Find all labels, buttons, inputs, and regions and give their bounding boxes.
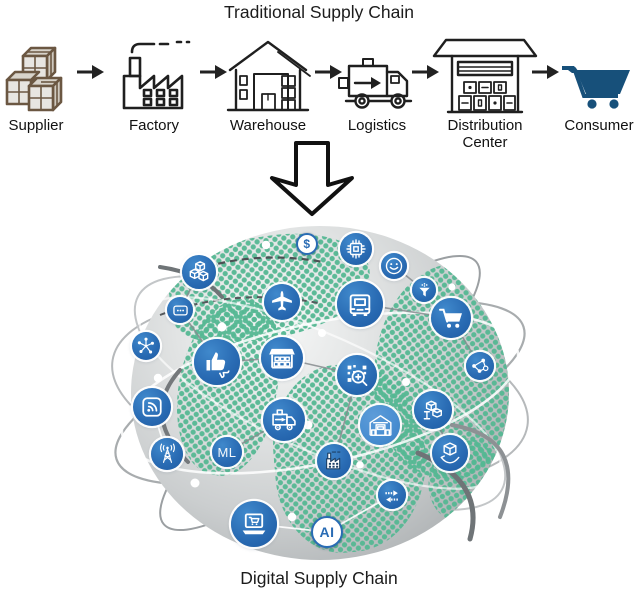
- ai-label: AI: [319, 524, 335, 540]
- smart-warehouse-icon: [360, 405, 400, 445]
- block-down-arrow-icon: [266, 140, 358, 223]
- stage-label-distribution: Distribution Center: [447, 117, 523, 151]
- supplier-crates-icon: [2, 44, 68, 119]
- logistics-truck-icon: [337, 56, 417, 119]
- airplane-icon: [264, 284, 300, 320]
- share-nodes-icon: [466, 352, 494, 380]
- distribution-center-icon: [430, 36, 540, 119]
- stage-label-consumer: Consumer: [564, 117, 634, 134]
- smiley-face-icon: [381, 253, 407, 279]
- network-hub-icon: [132, 332, 160, 360]
- stage-label-logistics: Logistics: [347, 117, 407, 134]
- warehouse-building-icon: [222, 36, 314, 119]
- dollar-label: $: [303, 237, 311, 251]
- chat-message-icon: [167, 297, 193, 323]
- truck-front-icon: [337, 281, 383, 327]
- artificial-intelligence-badge: AI: [311, 516, 343, 548]
- shopping-cart-icon: [431, 298, 471, 338]
- right-arrow-icon: [530, 63, 560, 86]
- factory-icon: [317, 444, 351, 478]
- cargo-boxes-icon: [182, 255, 216, 289]
- consumer-cart-icon: [560, 58, 634, 115]
- data-transfer-icon: [378, 481, 406, 509]
- rfid-tag-icon: [133, 388, 171, 426]
- right-arrow-icon: [313, 63, 343, 86]
- dollar-coin-icon: $: [296, 233, 318, 255]
- radio-tower-icon: [151, 438, 183, 470]
- stage-label-supplier: Supplier: [8, 117, 64, 134]
- traditional-title: Traditional Supply Chain: [223, 2, 414, 22]
- factory-building-icon: [114, 36, 194, 117]
- filter-funnel-icon: [412, 278, 436, 302]
- ml-label: ML: [217, 444, 237, 460]
- digital-title: Digital Supply Chain: [240, 568, 398, 588]
- hand-box-delivery-icon: [432, 435, 468, 471]
- machine-learning-badge: ML: [212, 437, 242, 467]
- cpu-chip-icon: [340, 233, 372, 265]
- ecommerce-laptop-icon: [231, 501, 277, 547]
- stage-label-factory: Factory: [128, 117, 179, 134]
- delivery-truck-icon: [263, 399, 305, 441]
- storefront-icon: [261, 337, 303, 379]
- qr-scan-search-icon: [337, 355, 377, 395]
- right-arrow-icon: [410, 63, 440, 86]
- digital-globe: $: [100, 215, 540, 575]
- stage-label-warehouse: Warehouse: [229, 117, 307, 134]
- right-arrow-icon: [75, 63, 105, 86]
- crane-boxes-icon: [414, 391, 452, 429]
- right-arrow-icon: [198, 63, 228, 86]
- thumbs-feedback-icon: [194, 339, 240, 385]
